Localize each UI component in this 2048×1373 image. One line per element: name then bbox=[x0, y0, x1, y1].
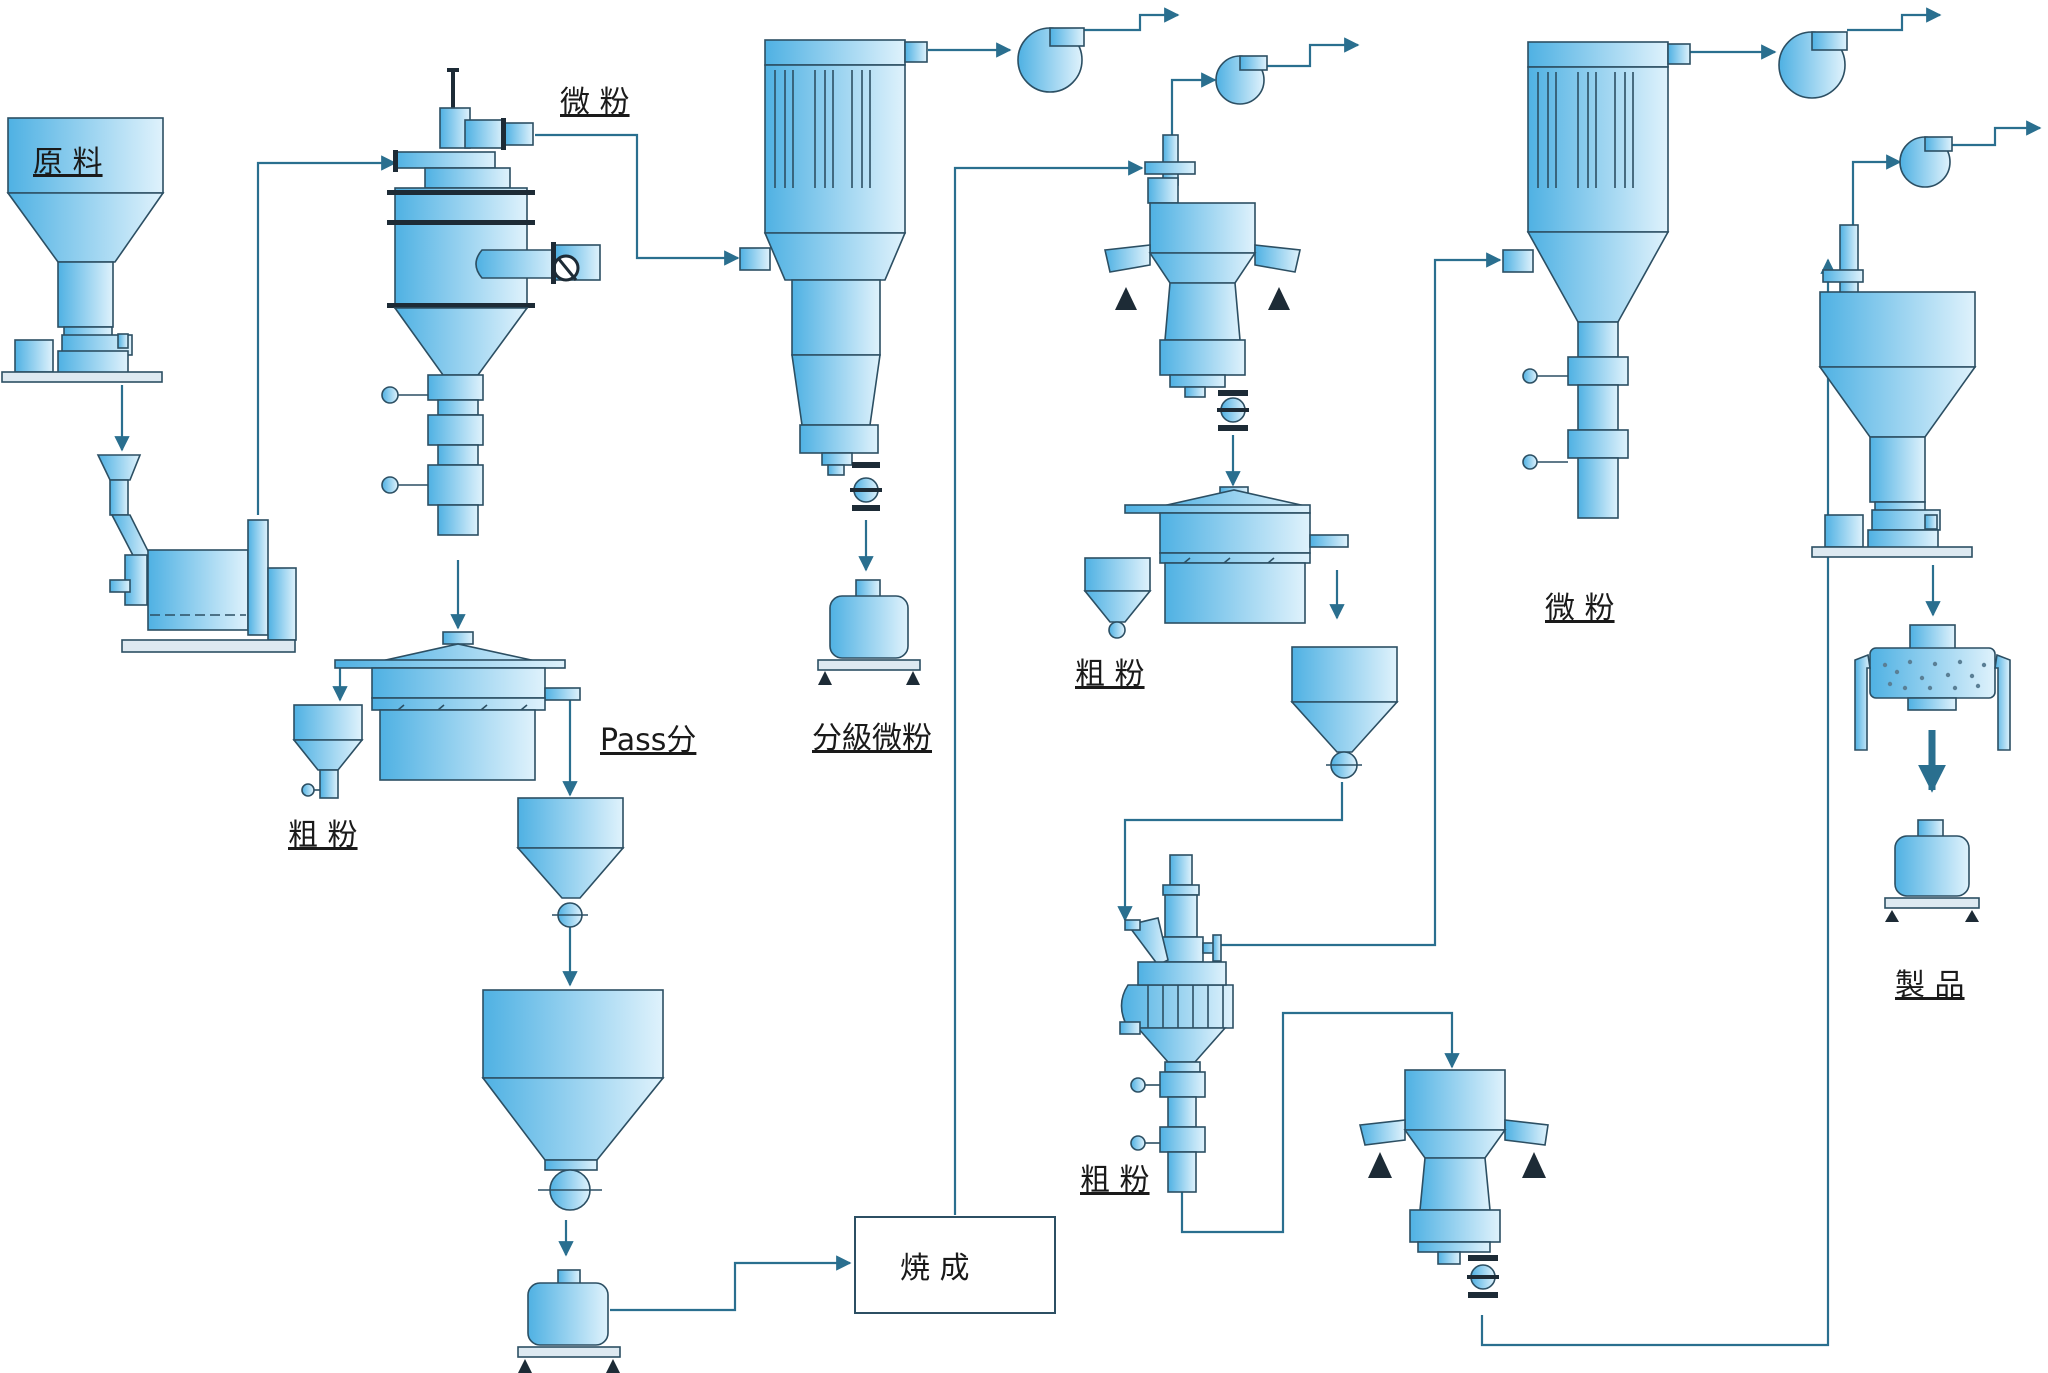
vibrating-sieve-1 bbox=[334, 631, 581, 781]
air-classifier-1 bbox=[381, 68, 601, 536]
label-coarse-powder-1: 粗 粉 bbox=[288, 818, 358, 853]
firing-furnace: 焼 成 bbox=[854, 1216, 1056, 1314]
raw-material-hopper bbox=[1, 117, 165, 383]
air-classifier-3 bbox=[1359, 1069, 1549, 1298]
feed-hopper-2 bbox=[1290, 646, 1399, 779]
exhaust-fan-3 bbox=[1778, 31, 1848, 99]
storage-hopper bbox=[481, 989, 665, 1211]
label-fine-powder-2: 微 粉 bbox=[1545, 591, 1615, 626]
label-raw-material: 原 料 bbox=[33, 145, 103, 180]
exhaust-fan-2 bbox=[1215, 55, 1268, 105]
classified-fine-container bbox=[817, 579, 921, 685]
product-hopper bbox=[1811, 224, 1977, 558]
label-pass-fraction: Pass分 bbox=[600, 723, 696, 758]
exhaust-fan-4 bbox=[1899, 136, 1953, 188]
powder-container-1 bbox=[517, 1269, 621, 1373]
bag-filter-1 bbox=[739, 39, 928, 511]
jet-mill bbox=[1119, 854, 1234, 1193]
magnetic-separator bbox=[1854, 624, 2011, 751]
product-container bbox=[1884, 819, 1980, 922]
pass-hopper bbox=[516, 797, 625, 928]
air-classifier-2 bbox=[1104, 134, 1301, 431]
bag-filter-2 bbox=[1502, 41, 1691, 519]
label-product: 製 品 bbox=[1895, 968, 1965, 1003]
coarse-hopper-2 bbox=[1083, 557, 1152, 639]
flow-lines bbox=[114, 7, 2042, 1347]
label-coarse-powder-3: 粗 粉 bbox=[1080, 1163, 1150, 1198]
vibrating-sieve-2 bbox=[1124, 486, 1349, 624]
label-coarse-powder-2: 粗 粉 bbox=[1075, 657, 1145, 692]
label-firing: 焼 成 bbox=[900, 1251, 970, 1286]
coarse-hopper-1 bbox=[292, 704, 364, 799]
exhaust-fan-1 bbox=[1017, 27, 1085, 93]
label-classified-fine: 分級微粉 bbox=[812, 721, 932, 756]
label-fine-powder-1: 微 粉 bbox=[560, 85, 630, 120]
ball-mill bbox=[96, 454, 297, 653]
